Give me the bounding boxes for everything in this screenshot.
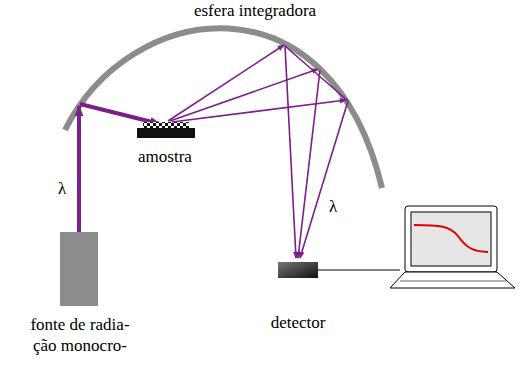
scattered-rays (168, 45, 348, 258)
part-name: detector (271, 312, 326, 333)
wavelength-symbol: λ (329, 196, 337, 217)
part-name: amostra (138, 146, 192, 167)
beam (80, 104, 160, 124)
sample-surface (143, 122, 189, 128)
laptop (390, 206, 515, 288)
beam (77, 106, 81, 232)
part-name: fonte de radia- ção monocro- (18, 314, 142, 357)
radiation-source (60, 232, 98, 306)
sphere-wall (65, 28, 382, 188)
wavelength-symbol: λ (58, 178, 66, 199)
detector-body (278, 262, 318, 278)
cable (318, 270, 400, 271)
spectrum-curve (414, 225, 488, 252)
sample (137, 128, 195, 138)
title: esfera integradora (194, 0, 316, 21)
